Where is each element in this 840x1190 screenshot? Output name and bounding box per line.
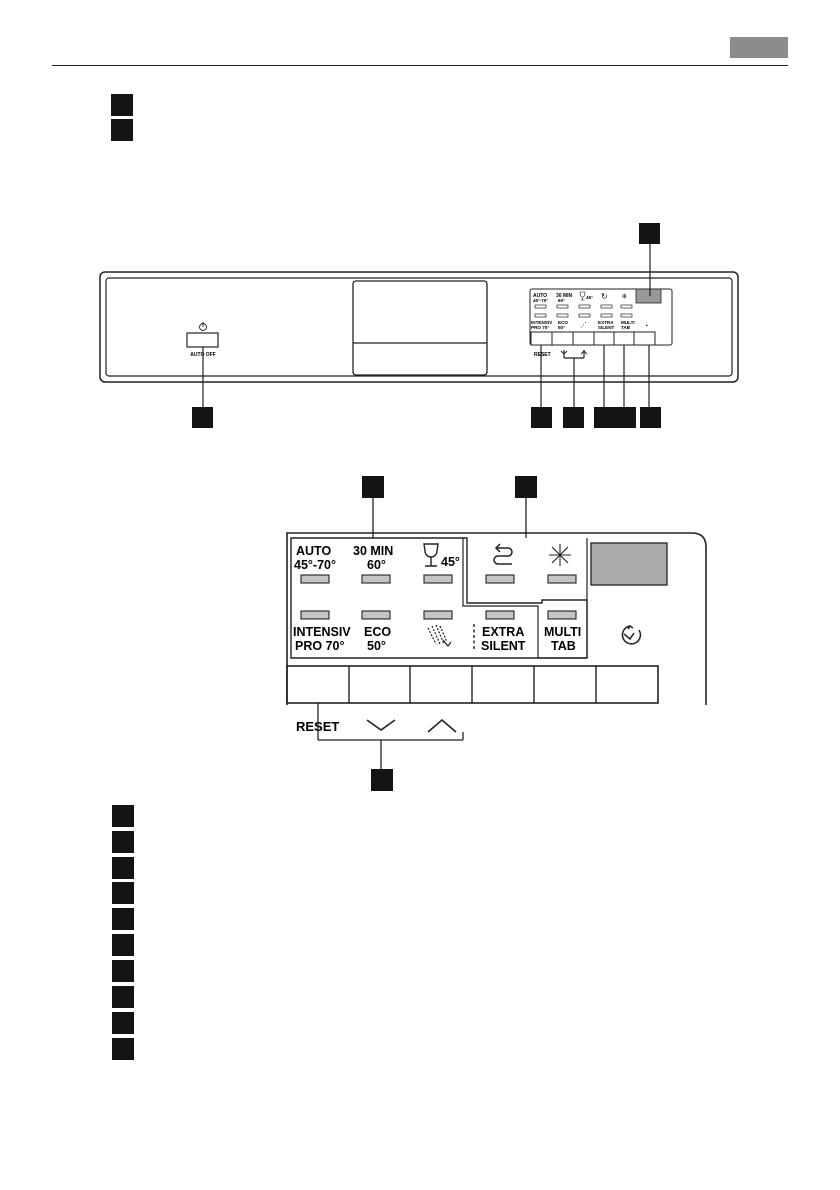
legend-marker-2 bbox=[112, 831, 134, 853]
svg-text:PRO 70°: PRO 70° bbox=[295, 639, 344, 653]
power-icon bbox=[199, 322, 207, 331]
salt-star-icon: ✳ bbox=[621, 292, 628, 301]
detail-panel-outline bbox=[286, 532, 707, 705]
callout-delay bbox=[640, 407, 661, 428]
indicators-group-frame bbox=[462, 538, 588, 659]
indicator-multitab bbox=[547, 610, 577, 620]
indicator-30min bbox=[361, 574, 391, 584]
callout-indicators bbox=[515, 476, 537, 498]
chevron-up-icon-large bbox=[427, 718, 457, 733]
svg-text:EXTRA: EXTRA bbox=[482, 625, 524, 639]
callout-buttons bbox=[371, 769, 393, 791]
callout-extra-silent bbox=[594, 407, 615, 428]
indicator-glass bbox=[423, 574, 453, 584]
svg-text:45°-70°: 45°-70° bbox=[533, 298, 548, 303]
panel-outer-frame bbox=[99, 271, 739, 383]
svg-text:50°: 50° bbox=[558, 325, 565, 330]
callout-display bbox=[639, 223, 660, 244]
svg-text:ECO: ECO bbox=[364, 625, 391, 639]
programs-group-frame bbox=[290, 537, 588, 659]
svg-text:60°: 60° bbox=[367, 558, 386, 572]
rinse-aid-icon-large bbox=[493, 543, 513, 565]
svg-text:30 MIN: 30 MIN bbox=[353, 544, 393, 558]
legend-marker-1 bbox=[112, 805, 134, 827]
svg-text:45°: 45° bbox=[586, 295, 593, 300]
wine-glass-icon bbox=[579, 291, 586, 301]
control-panel-overview: AUTO OFF AUTO 45°-70° 30 MIN 60° 45° ↻ ✳… bbox=[99, 223, 739, 428]
delay-timer-icon-large bbox=[621, 624, 642, 645]
wine-glass-icon-large bbox=[423, 543, 439, 567]
callout-power bbox=[192, 407, 213, 428]
control-panel-detail: AUTO 45°-70° 30 MIN 60° 45° INTENSIV PRO… bbox=[286, 476, 707, 791]
svg-text:PRO 70°: PRO 70° bbox=[531, 325, 549, 330]
svg-text:45°-70°: 45°-70° bbox=[294, 558, 336, 572]
svg-text:ECO: ECO bbox=[558, 320, 568, 325]
callout-reset-button bbox=[531, 407, 552, 428]
rinse-aid-icon: ↻ bbox=[601, 292, 608, 301]
legend-marker-8 bbox=[112, 986, 134, 1008]
legend-marker-9 bbox=[112, 1012, 134, 1034]
svg-text:MULTI: MULTI bbox=[544, 625, 581, 639]
legend-marker-7 bbox=[112, 960, 134, 982]
svg-text:50°: 50° bbox=[367, 639, 386, 653]
indicator-salt bbox=[547, 574, 577, 584]
svg-text:60°: 60° bbox=[558, 298, 565, 303]
legend-marker-6 bbox=[112, 934, 134, 956]
shower-spray-icon-large bbox=[427, 624, 452, 647]
svg-text:45°: 45° bbox=[441, 555, 460, 569]
header-rule bbox=[52, 65, 788, 66]
svg-text:EXTRA: EXTRA bbox=[598, 320, 614, 325]
display-window bbox=[635, 288, 662, 304]
legend-marker-4 bbox=[112, 882, 134, 904]
svg-text:SILENT: SILENT bbox=[481, 639, 526, 653]
svg-text:SILENT: SILENT bbox=[598, 325, 615, 330]
callout-multitab bbox=[615, 407, 636, 428]
svg-text:TAB: TAB bbox=[551, 639, 576, 653]
legend-marker-b bbox=[111, 119, 133, 141]
svg-text:INTENSIV: INTENSIV bbox=[531, 320, 553, 325]
indicator-rinse-aid bbox=[485, 574, 515, 584]
svg-text:AUTO: AUTO bbox=[533, 293, 547, 299]
svg-text:AUTO: AUTO bbox=[296, 544, 331, 558]
door-handle-recess bbox=[352, 280, 488, 376]
salt-star-icon-large bbox=[549, 544, 571, 566]
legend-marker-10 bbox=[112, 1038, 134, 1060]
indicator-auto bbox=[300, 574, 330, 584]
indicator-eco bbox=[361, 610, 391, 620]
svg-text:TAB: TAB bbox=[621, 325, 631, 330]
indicator-prewash bbox=[423, 610, 453, 620]
callout-program-buttons bbox=[563, 407, 584, 428]
header-tab bbox=[730, 37, 788, 58]
svg-text:MULTI: MULTI bbox=[621, 320, 635, 325]
power-button[interactable] bbox=[186, 332, 219, 348]
shower-spray-icon: ⋰ bbox=[580, 322, 587, 329]
legend-marker-3 bbox=[112, 857, 134, 879]
legend-marker-a bbox=[111, 94, 133, 116]
panel-inner-frame bbox=[105, 277, 733, 377]
indicator-intensiv bbox=[300, 610, 330, 620]
svg-text:30 MIN: 30 MIN bbox=[556, 293, 573, 299]
svg-text:INTENSIV: INTENSIV bbox=[293, 625, 351, 639]
indicator-extra-silent bbox=[485, 610, 515, 620]
reset-label-small: RESET bbox=[534, 352, 551, 358]
display-window-large bbox=[590, 542, 668, 586]
delay-timer-icon: ◔ bbox=[644, 323, 648, 330]
chevron-down-icon-large bbox=[366, 719, 396, 731]
callout-programs bbox=[362, 476, 384, 498]
legend-marker-5 bbox=[112, 908, 134, 930]
